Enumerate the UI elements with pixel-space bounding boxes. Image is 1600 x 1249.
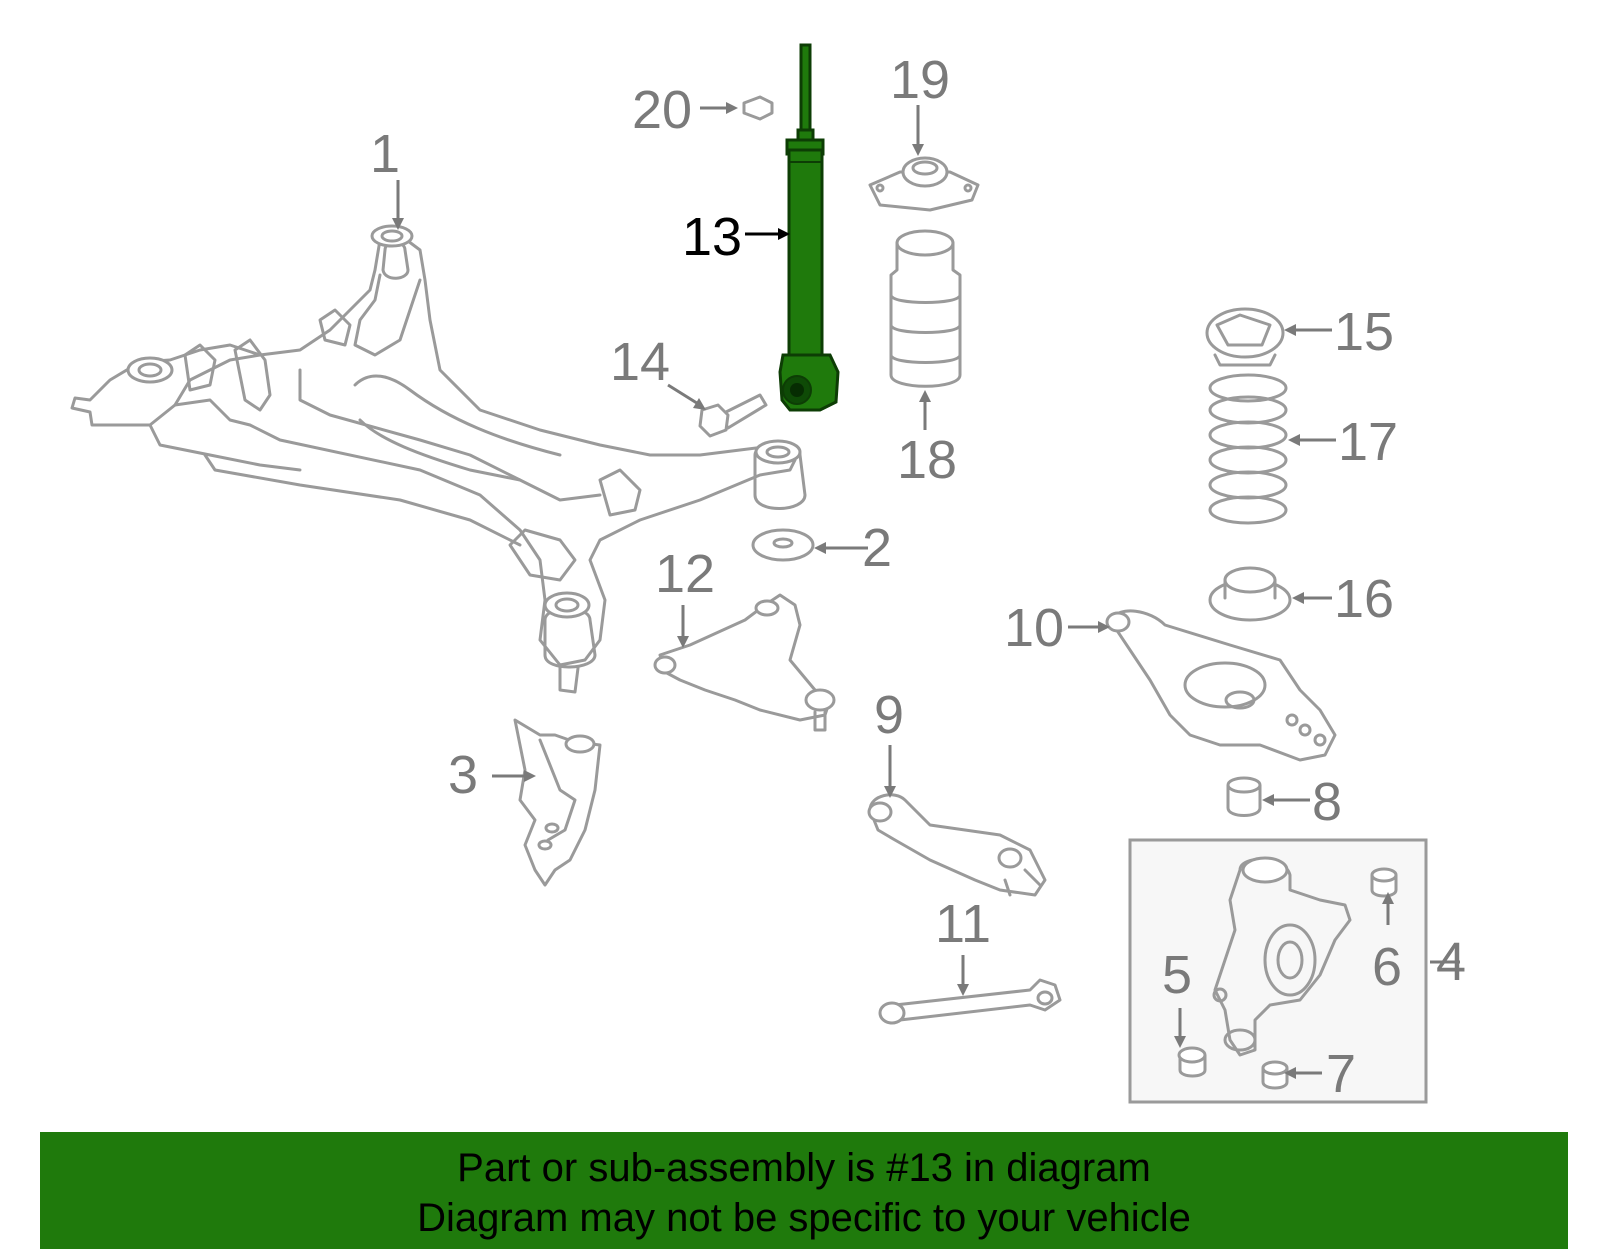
callout-20: 20	[632, 80, 692, 140]
callout-13: 13	[682, 207, 742, 267]
callout-11: 11	[935, 894, 991, 954]
part-7-bushing[interactable]	[1261, 1060, 1289, 1090]
part-9-lower-link[interactable]	[867, 793, 1047, 897]
part-5-bushing[interactable]	[1177, 1046, 1207, 1078]
callout-7: 7	[1326, 1044, 1356, 1104]
callout-3: 3	[448, 745, 478, 805]
callout-labels: 1 2 3 4 5 6 7 8 9 10 11 12 13 14 15 16 1…	[370, 50, 1466, 1104]
callout-1: 1	[370, 124, 400, 184]
callout-4: 4	[1436, 932, 1466, 992]
part-17-coil-spring[interactable]	[1208, 373, 1288, 525]
part-20-nut[interactable]	[742, 95, 774, 121]
part-16-spring-seat-lower[interactable]	[1208, 566, 1292, 622]
part-10-lower-control-arm[interactable]	[1105, 609, 1337, 762]
part-19-upper-mount[interactable]	[868, 156, 980, 212]
leader-lines	[392, 102, 1460, 1079]
part-1-subframe[interactable]	[70, 224, 807, 694]
part-8-bushing[interactable]	[1226, 776, 1262, 817]
part-18-bump-stop[interactable]	[889, 229, 962, 388]
callout-6: 6	[1372, 937, 1402, 997]
callout-14: 14	[610, 332, 670, 392]
callout-10: 10	[1004, 598, 1064, 658]
banner-line-2: Diagram may not be specific to your vehi…	[417, 1196, 1191, 1240]
callout-2: 2	[862, 518, 892, 578]
part-4-knuckle[interactable]	[1212, 856, 1352, 1057]
part-11-rod[interactable]	[878, 978, 1062, 1025]
callout-19: 19	[890, 50, 950, 110]
part-6-bushing[interactable]	[1370, 867, 1398, 898]
part-12-upper-arm[interactable]	[653, 593, 836, 732]
info-banner: Part or sub-assembly is #13 in diagram D…	[40, 1132, 1568, 1249]
callout-5: 5	[1162, 945, 1192, 1005]
banner-line-1: Part or sub-assembly is #13 in diagram	[457, 1146, 1151, 1190]
callout-9: 9	[874, 685, 904, 745]
callout-8: 8	[1312, 772, 1342, 832]
callout-16: 16	[1334, 569, 1394, 629]
part-14-bolt[interactable]	[698, 393, 768, 438]
callout-17: 17	[1338, 412, 1398, 472]
part-15-spring-seat-upper[interactable]	[1205, 307, 1285, 367]
callout-12: 12	[655, 544, 715, 604]
callout-18: 18	[897, 430, 957, 490]
part-2-washer[interactable]	[751, 528, 815, 562]
callout-15: 15	[1334, 302, 1394, 362]
part-3-bracket[interactable]	[513, 718, 602, 887]
part-13-shock-absorber[interactable]	[778, 43, 840, 412]
